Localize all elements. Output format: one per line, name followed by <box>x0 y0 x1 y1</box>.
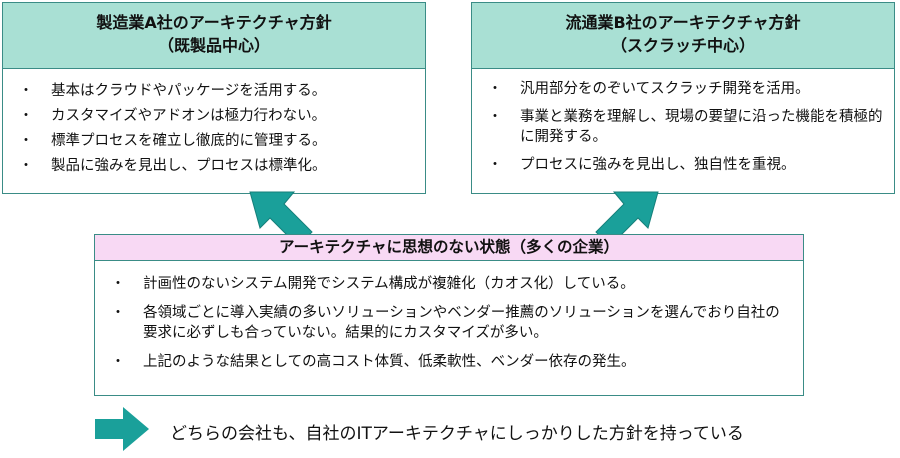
list-item: ・ 基本はクラウドやパッケージを活用する。 <box>3 81 425 101</box>
conclusion-text: どちらの会社も、自社のITアーキテクチャにしっかりした方針を持っている <box>170 424 744 444</box>
company-b-title: 流通業B社のアーキテクチャ方針 <box>565 13 801 32</box>
list-item-text: 各領域ごとに導入実績の多いソリューションやベンダー推薦のソリューションを選んでお… <box>143 305 780 341</box>
list-item-text: 上記のような結果としての高コスト体質、低柔軟性、ベンダー依存の発生。 <box>143 354 636 370</box>
company-a-header: 製造業A社のアーキテクチャ方針 （既製品中心） <box>3 3 425 69</box>
company-b-list: ・汎用部分をのぞいてスクラッチ開発を活用。 ・事業と業務を理解し、現場の要望に沿… <box>472 69 894 175</box>
company-b-box: 流通業B社のアーキテクチャ方針 （スクラッチ中心） ・ 汎用部分をのぞいてスクラッ… <box>471 2 895 194</box>
company-a-list: ・基本はクラウドやパッケージを活用する。 ・カスタマイズやアドオンは極力行わない… <box>3 69 425 176</box>
bullet: ・ <box>19 133 33 149</box>
company-a-title: 製造業A社のアーキテクチャ方針 <box>96 13 332 32</box>
bullet: ・ <box>111 354 125 370</box>
list-item-text: 事業と業務を理解し、現場の要望に沿った機能を積極的に開発する。 <box>520 109 883 145</box>
bullet: ・ <box>19 108 33 124</box>
bullet: ・ <box>111 305 125 321</box>
list-item-text: 汎用部分をのぞいてスクラッチ開発を活用。 <box>520 81 810 97</box>
company-a-subtitle: （既製品中心） <box>157 36 270 55</box>
list-item: ・ 標準プロセスを確立し徹底的に管理する。 <box>3 131 425 151</box>
no-philosophy-title: アーキテクチャに思想のない状態（多くの企業） <box>95 235 803 261</box>
list-item: ・ 製品に強みを見出し、プロセスは標準化。 <box>3 156 425 176</box>
list-item: ・ 事業と業務を理解し、現場の要望に沿った機能を積極的に開発する。 <box>472 107 894 147</box>
bullet: ・ <box>488 109 502 125</box>
company-b-header: 流通業B社のアーキテクチャ方針 （スクラッチ中心） <box>472 3 894 69</box>
list-item: ・ カスタマイズやアドオンは極力行わない。 <box>3 106 425 126</box>
list-item-text: プロセスに強みを見出し、独自性を重視。 <box>520 157 796 173</box>
list-item-text: 計画性のないシステム開発でシステム構成が複雑化（カオス化）している。 <box>143 276 635 292</box>
bullet: ・ <box>19 83 33 99</box>
list-item-text: 製品に強みを見出し、プロセスは標準化。 <box>51 158 327 174</box>
bullet: ・ <box>111 276 125 292</box>
list-item: ・ プロセスに強みを見出し、独自性を重視。 <box>472 155 894 175</box>
list-item: ・ 上記のような結果としての高コスト体質、低柔軟性、ベンダー依存の発生。 <box>95 352 803 372</box>
list-item-text: 標準プロセスを確立し徹底的に管理する。 <box>51 133 327 149</box>
list-item-text: カスタマイズやアドオンは極力行わない。 <box>51 108 327 124</box>
list-item: ・ 汎用部分をのぞいてスクラッチ開発を活用。 <box>472 79 894 99</box>
no-philosophy-list: ・計画性のないシステム開発でシステム構成が複雑化（カオス化）している。 ・各領域… <box>95 261 803 372</box>
list-item: ・ 各領域ごとに導入実績の多いソリューションやベンダー推薦のソリューションを選んで… <box>95 303 803 343</box>
bullet: ・ <box>19 158 33 174</box>
list-item-text: 基本はクラウドやパッケージを活用する。 <box>51 83 327 99</box>
bullet: ・ <box>488 81 502 97</box>
arrow-right-icon <box>95 407 149 451</box>
no-philosophy-box: アーキテクチャに思想のない状態（多くの企業） ・ 計画性のないシステム開発でシステ… <box>94 234 804 396</box>
bullet: ・ <box>488 157 502 173</box>
company-a-box: 製造業A社のアーキテクチャ方針 （既製品中心） ・ 基本はクラウドやパッケージを活… <box>2 2 426 194</box>
list-item: ・ 計画性のないシステム開発でシステム構成が複雑化（カオス化）している。 <box>95 274 803 294</box>
company-b-subtitle: （スクラッチ中心） <box>610 36 755 55</box>
